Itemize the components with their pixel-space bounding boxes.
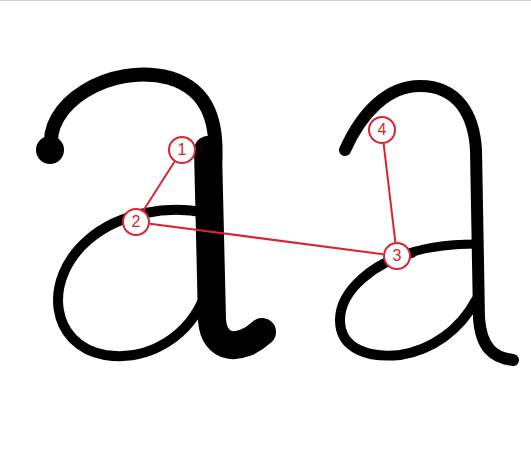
leader-line (144, 162, 175, 210)
letter-terminal (36, 136, 64, 164)
letter-stroke (208, 150, 262, 345)
callout-number: 4 (378, 122, 387, 138)
callout-circle: 2 (122, 208, 150, 236)
letter-stroke (340, 253, 476, 356)
callout-number: 3 (393, 248, 402, 264)
callout-circle: 4 (368, 116, 396, 144)
callout-circle: 1 (168, 136, 196, 164)
callout-number: 1 (178, 142, 187, 158)
top-rule (0, 0, 531, 1)
leader-line (384, 144, 396, 242)
letter-stroke (51, 75, 216, 165)
callout-number: 2 (132, 214, 141, 230)
letter-stroke (345, 86, 513, 360)
leader-line (150, 224, 383, 254)
callout-circle: 3 (383, 242, 411, 270)
